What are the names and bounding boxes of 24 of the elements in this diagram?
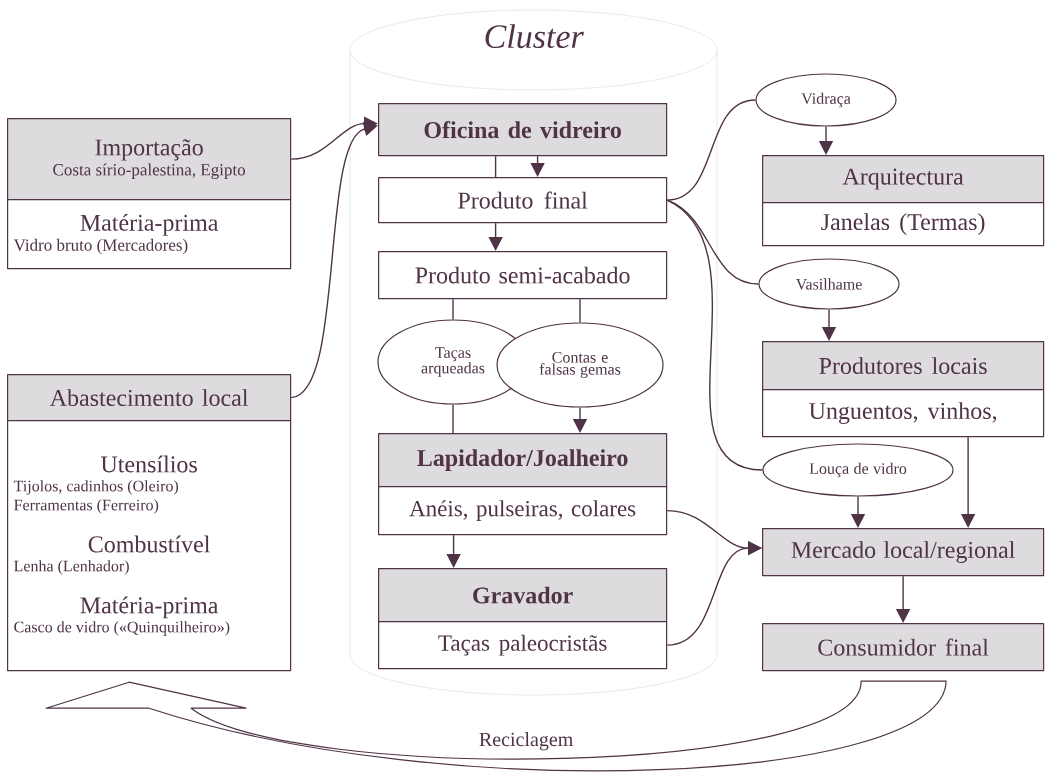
title-box: Arquitectura	[762, 155, 1045, 204]
content-box: Matéria-prima Vidro bruto (Mercadores)	[7, 199, 292, 270]
content-box: Utensílios Tijolos, cadinhos (Oleiro) Ferramentas (Ferreiro) Combustível Lenha (Lenhador) Matéria-prima Casco de vidro («Quinquilheiro»)	[7, 420, 292, 672]
title-box: Gravador	[378, 568, 668, 623]
title-box: Consumidor final	[762, 623, 1045, 672]
title-box: Produtores locais	[762, 341, 1045, 391]
arrow	[290, 122, 378, 399]
title-box: Abastecimento local	[7, 374, 292, 422]
content-box: Taças paleocristãs	[378, 621, 668, 670]
arrow	[530, 155, 545, 177]
content-box: Unguentos, vinhos,	[762, 389, 1045, 438]
title-box: Mercado local/regional	[762, 528, 1045, 577]
content-box: Produto semi-acabado	[378, 251, 668, 300]
arrow	[446, 534, 461, 568]
content-box: Anéis, pulseiras, colares	[378, 486, 668, 536]
arrow	[666, 540, 762, 646]
edge-label: Reciclagem	[476, 730, 576, 753]
arrow	[488, 222, 503, 251]
arrow	[45, 680, 947, 772]
title-box: Importação Costa sírio-palestina, Egipto	[7, 118, 292, 201]
content-box: Janelas (Termas)	[762, 202, 1045, 247]
title-box: Oficina de vidreiro	[378, 103, 668, 157]
title-box: Lapidador/Joalheiro	[378, 433, 668, 488]
content-box: Produto final	[378, 177, 668, 224]
